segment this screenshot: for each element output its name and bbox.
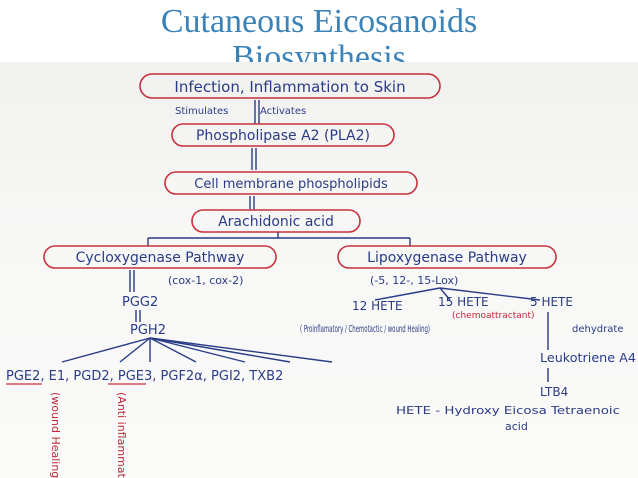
handwritten-diagram-photo: Infection, Inflammation to Skin Stimulat… [0, 62, 638, 478]
fan-arrow [149, 337, 197, 363]
lox-box [337, 245, 557, 269]
pla2-box [171, 123, 395, 147]
leukotriene-a4-label: Leukotriene A4 [540, 351, 636, 365]
cox-box [43, 245, 277, 269]
hete12-label: 12 HETE [352, 299, 403, 313]
membrane-label: Cell membrane phospholipids [194, 177, 388, 192]
chemoattractant-note: (chemoattractant) [452, 311, 535, 321]
cox-label: Cycloxygenase Pathway [76, 250, 245, 266]
slide-title-line-1: Cutaneous Eicosanoids [160, 3, 478, 40]
dehydrate-label: dehydrate [572, 324, 623, 335]
stimulates-label: Stimulates [175, 106, 228, 117]
aa-box [191, 209, 361, 233]
lox-label: Lipoxygenase Pathway [367, 250, 527, 266]
fan-arrow [61, 337, 151, 363]
arrow-5hete [439, 287, 541, 301]
fan-arrow [119, 337, 151, 363]
hete5-label: 5 HETE [530, 295, 573, 309]
membrane-box [164, 171, 418, 195]
handwritten-flowchart: Infection, Inflammation to Skin Stimulat… [6, 73, 636, 478]
prostanoids-label: PGE2, E1, PGD2, PGE3, PGF2α, PGI2, TXB2 [6, 369, 283, 384]
aa-label: Arachidonic acid [218, 214, 334, 230]
infection-label: Infection, Inflammation to Skin [174, 78, 405, 96]
arrow-15hete [439, 287, 451, 301]
proinflammatory-note: ( Proinflamatory / Chemotactic / wound H… [300, 324, 430, 335]
ltb4-label: LTB4 [540, 385, 568, 399]
wound-healing-note: (wound Healing) [49, 392, 62, 478]
cox-enzymes: (cox-1, cox-2) [168, 274, 243, 287]
hete15-label: 15 HETE [438, 295, 489, 309]
anti-inflammatory-note: (Anti inflammatory) [115, 392, 128, 478]
lox-enzymes: (-5, 12-, 15-Lox) [370, 274, 458, 287]
fan-arrow [149, 337, 246, 363]
fan-arrow [149, 337, 333, 363]
hete-definition-line-1: HETE - Hydroxy Eicosa Tetraenoic [396, 404, 620, 417]
pgg2-label: PGG2 [122, 295, 158, 310]
arrow-12hete [374, 287, 441, 301]
pla2-label: Phospholipase A2 (PLA2) [196, 128, 370, 144]
fan-arrow [149, 337, 291, 363]
infection-box [139, 73, 441, 99]
activates-label: Activates [260, 106, 306, 117]
pgh2-label: PGH2 [130, 323, 166, 338]
hete-definition-line-2: acid [505, 420, 528, 433]
prostanoid-arrows [61, 337, 333, 363]
